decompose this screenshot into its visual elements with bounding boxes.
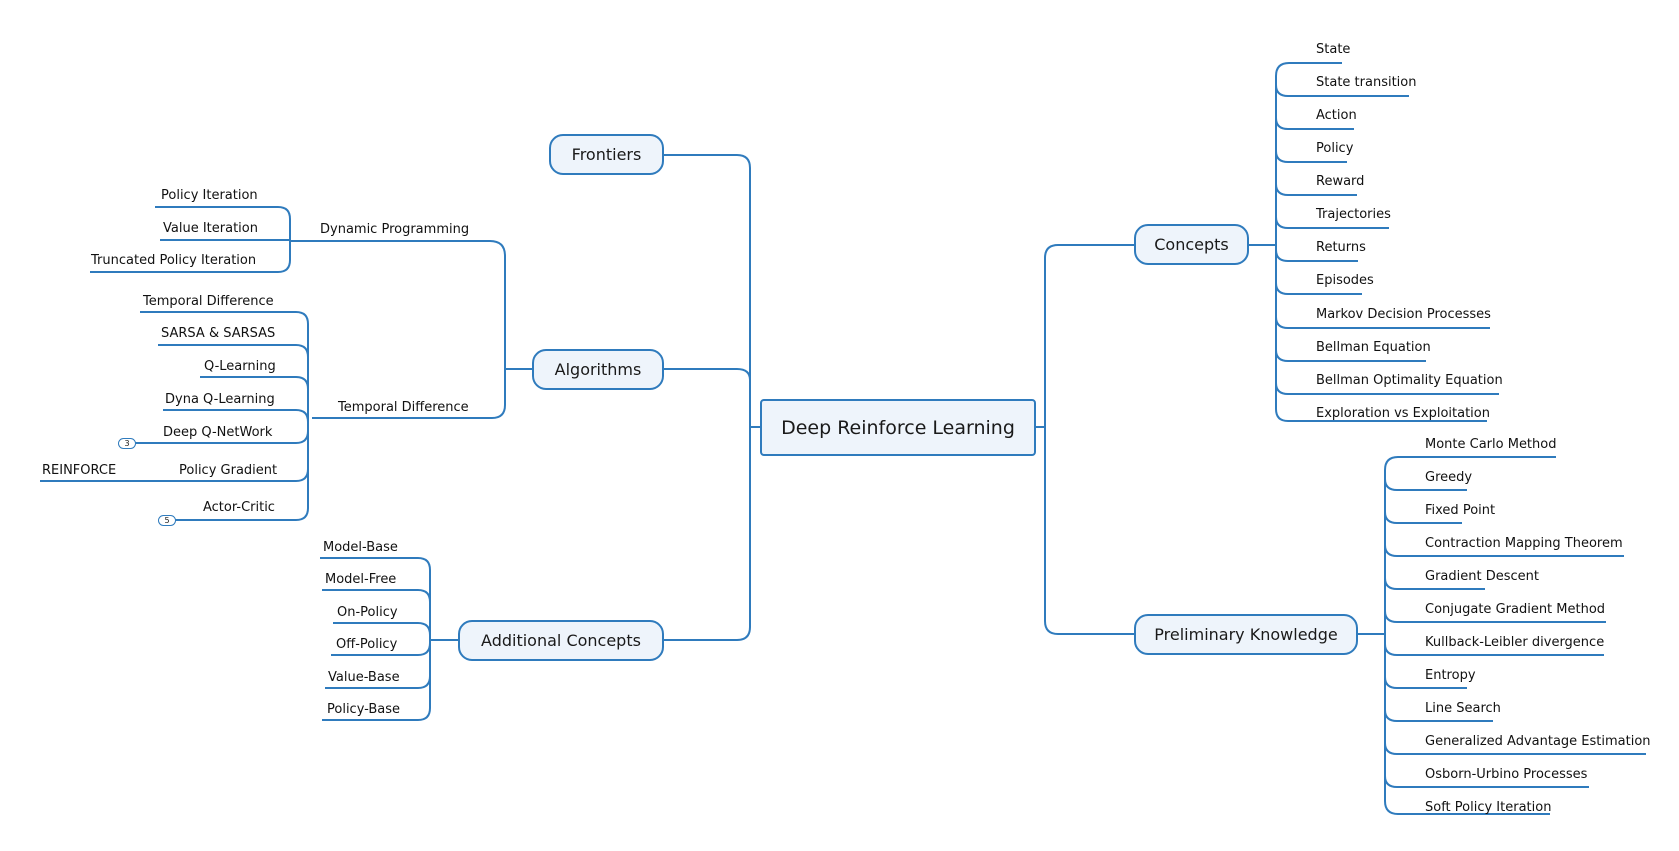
concept-leaf[interactable]: Policy — [1316, 141, 1354, 156]
dp-leaf[interactable]: Value Iteration — [163, 221, 258, 236]
frontiers-node[interactable]: Frontiers — [549, 134, 664, 175]
concept-leaf[interactable]: Bellman Equation — [1316, 340, 1431, 355]
preliminary-leaf[interactable]: Conjugate Gradient Method — [1425, 602, 1606, 617]
concept-leaf[interactable]: Bellman Optimality Equation — [1316, 373, 1503, 388]
concept-leaf[interactable]: State transition — [1316, 75, 1417, 90]
td-leaf[interactable]: Actor-Critic — [203, 500, 275, 515]
concept-leaf[interactable]: Episodes — [1316, 273, 1374, 288]
preliminary-knowledge-node[interactable]: Preliminary Knowledge — [1134, 614, 1358, 655]
concept-leaf[interactable]: Action — [1316, 108, 1357, 123]
td-leaf[interactable]: Q-Learning — [204, 359, 276, 374]
preliminary-leaf[interactable]: Monte Carlo Method — [1425, 437, 1557, 452]
dp-leaf[interactable]: Policy Iteration — [161, 188, 258, 203]
preliminary-leaf[interactable]: Contraction Mapping Theorem — [1425, 536, 1623, 551]
preliminary-leaf[interactable]: Entropy — [1425, 668, 1476, 683]
additional-leaf[interactable]: Value-Base — [328, 670, 400, 685]
concept-leaf[interactable]: Exploration vs Exploitation — [1316, 406, 1490, 421]
collapsed-count-badge[interactable]: 5 — [158, 515, 176, 526]
concept-leaf[interactable]: Trajectories — [1316, 207, 1391, 222]
td-leaf[interactable]: Policy Gradient — [179, 463, 278, 478]
reinforce-leaf[interactable]: REINFORCE — [42, 463, 117, 478]
preliminary-leaf[interactable]: Soft Policy Iteration — [1425, 800, 1552, 815]
concept-leaf[interactable]: Markov Decision Processes — [1316, 307, 1491, 322]
dp-leaf[interactable]: Truncated Policy Iteration — [91, 253, 257, 268]
additional-leaf[interactable]: Model-Free — [325, 572, 397, 587]
concepts-node[interactable]: Concepts — [1134, 224, 1249, 265]
additional-leaf[interactable]: Off-Policy — [336, 637, 398, 652]
preliminary-leaf[interactable]: Gradient Descent — [1425, 569, 1539, 584]
preliminary-leaf[interactable]: Fixed Point — [1425, 503, 1496, 518]
td-leaf[interactable]: Deep Q-NetWork — [163, 425, 273, 440]
td-leaf[interactable]: SARSA & SARSAS — [161, 326, 276, 341]
preliminary-leaf[interactable]: Greedy — [1425, 470, 1473, 485]
additional-concepts-node[interactable]: Additional Concepts — [458, 620, 664, 661]
collapsed-count-badge[interactable]: 3 — [118, 438, 136, 449]
td-leaf[interactable]: Dyna Q-Learning — [165, 392, 275, 407]
preliminary-leaf[interactable]: Kullback-Leibler divergence — [1425, 635, 1605, 650]
concept-leaf[interactable]: Returns — [1316, 240, 1366, 255]
preliminary-leaf[interactable]: Line Search — [1425, 701, 1501, 716]
dynamic-programming-label[interactable]: Dynamic Programming — [320, 222, 470, 237]
temporal-difference-label[interactable]: Temporal Difference — [338, 400, 469, 415]
td-leaf[interactable]: Temporal Difference — [143, 294, 274, 309]
algorithms-node[interactable]: Algorithms — [532, 349, 664, 390]
root-node[interactable]: Deep Reinforce Learning — [760, 399, 1036, 456]
additional-leaf[interactable]: Model-Base — [323, 540, 398, 555]
concept-leaf[interactable]: Reward — [1316, 174, 1365, 189]
additional-leaf[interactable]: Policy-Base — [327, 702, 401, 717]
additional-leaf[interactable]: On-Policy — [337, 605, 398, 620]
preliminary-leaf[interactable]: Generalized Advantage Estimation — [1425, 734, 1651, 749]
preliminary-leaf[interactable]: Osborn-Urbino Processes — [1425, 767, 1588, 782]
concept-leaf[interactable]: State — [1316, 42, 1351, 57]
